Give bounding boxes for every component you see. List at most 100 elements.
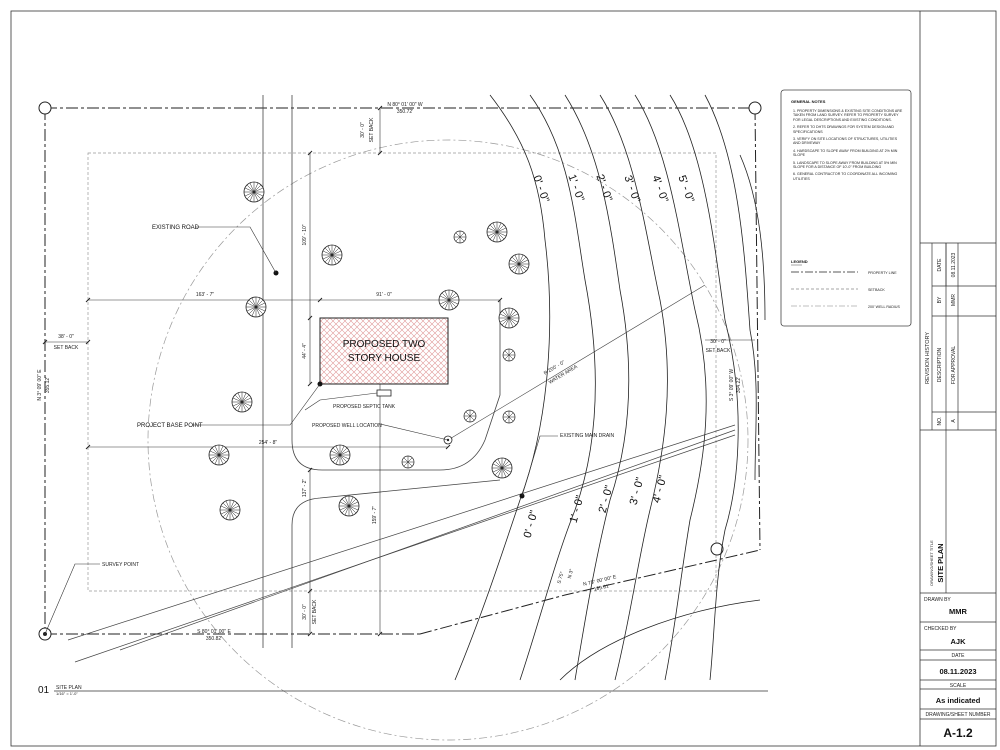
dim-159: 159' - 7" — [372, 506, 378, 525]
bearing-sm2: N 3° — [567, 568, 575, 579]
bearing-bottom: S 80° 01' 00" E — [197, 629, 231, 635]
dim-137: 137' - 2" — [302, 479, 308, 498]
sheet-number-label: DRAWING/SHEET NUMBER — [925, 712, 990, 718]
survey-corner-nw — [38, 101, 52, 115]
setback-left: SET BACK — [54, 345, 79, 351]
bearing-left-len: 355.12' — [45, 377, 51, 393]
diagonal-road — [67, 424, 736, 663]
legend-setback-label: SETBACK — [868, 288, 885, 292]
note-5: 5. LANDSCAPE TO SLOPE AWAY FROM BUILDING… — [793, 160, 897, 170]
bearing-sm1: S 75° — [557, 571, 566, 584]
survey-corner-se — [710, 542, 724, 556]
topo-contours — [454, 94, 766, 681]
property-line — [44, 107, 761, 635]
house-label-line1: PROPOSED TWO — [343, 339, 426, 350]
general-notes-title: GENERAL NOTES — [791, 99, 826, 104]
legend-title: LEGEND — [791, 259, 808, 264]
dim-109: 109' - 10" — [302, 224, 308, 245]
contour-bottom-0: 0' - 0" — [522, 509, 541, 539]
rev-col-description: DESCRIPTION — [937, 348, 943, 383]
label-existing-road: EXISTING ROAD — [152, 225, 200, 231]
contour-top-5: 5' - 0" — [675, 174, 696, 205]
contour-bottom-3: 3' - 0" — [628, 476, 647, 506]
contour-top-2: 2' - 0" — [593, 173, 614, 204]
checked-by: AJK — [950, 637, 966, 646]
dim-30-bottom: 30' - 0" — [302, 604, 308, 620]
rev-col-by: BY — [937, 296, 943, 303]
proposed-house[interactable] — [319, 317, 449, 385]
label-well-location: PROPOSED WELL LOCATION — [312, 423, 382, 429]
general-notes-box: GENERAL NOTES 1. PROPERTY DIMENSIONS & E… — [780, 89, 912, 327]
setback-line — [87, 152, 717, 592]
contour-top-1: 1' - 0" — [565, 173, 586, 204]
rev-col-date: DATE — [937, 258, 943, 272]
contour-bottom-2: 2' - 0" — [597, 484, 616, 514]
rev-by: MMR — [951, 294, 957, 306]
label-survey-point: SURVEY POINT — [102, 562, 139, 568]
drawn-by-label: DRAWN BY — [924, 597, 951, 603]
revision-history-label: REVISION HISTORY — [925, 332, 931, 384]
rev-col-no: NO. — [937, 417, 943, 426]
sheet-title-label: DRAWING/SHEET TITLE — [929, 540, 934, 586]
view-number: 01 — [38, 685, 50, 696]
setback-top: SET BACK — [369, 117, 375, 142]
bearing-left: N 3° 09' 00" E — [37, 369, 43, 401]
dim-30-top: 30' - 0" — [360, 122, 366, 138]
bearing-top: N 80° 01' 00" W — [387, 102, 423, 108]
well-radius-circle — [147, 139, 749, 741]
contour-bottom-4: 4' - 0" — [651, 474, 670, 504]
view-title: SITE PLAN — [56, 685, 82, 691]
septic-tank[interactable] — [376, 389, 392, 397]
dim-30-right: 30' - 0" — [710, 339, 726, 345]
water-area-line — [447, 284, 706, 441]
leaders — [44, 226, 558, 635]
sheet-number: A-1.2 — [943, 726, 973, 740]
contour-labels-top: 0' - 0" 1' - 0" 2' - 0" 3' - 0" 4' - 0" … — [530, 173, 696, 205]
note-2: 2. REFER TO DHTS DRAWINGS FOR SYSTEM DES… — [793, 125, 894, 134]
label-project-base-point: PROJECT BASE POINT — [137, 423, 203, 429]
contour-top-3: 3' - 0" — [621, 174, 642, 205]
dim-44: 44' - 4" — [302, 343, 308, 359]
title-block — [920, 242, 996, 720]
label-main-drain: EXISTING MAIN DRAIN — [560, 433, 615, 439]
bearing-mid-len: 189.61' — [593, 583, 610, 593]
rev-description: FOR APPROVAL — [951, 346, 957, 384]
house-label-line2: STORY HOUSE — [348, 353, 421, 364]
sheet-border — [10, 10, 997, 747]
scale-label: SCALE — [950, 683, 967, 689]
view-scale: 1/16" = 1'-0" — [56, 691, 78, 696]
label-septic-tank: PROPOSED SEPTIC TANK — [333, 404, 396, 410]
contour-labels-bottom: 0' - 0" 1' - 0" 2' - 0" 3' - 0" 4' - 0" — [522, 474, 670, 539]
note-4: 4. HARDSCAPE TO SLOPE AWAY FROM BUILDING… — [793, 148, 898, 158]
rev-no: A — [951, 419, 957, 423]
legend-well-label: 200' WELL RADIUS — [868, 305, 901, 309]
dim-163: 163' - 7" — [196, 292, 215, 298]
checked-by-label: CHECKED BY — [924, 626, 957, 632]
setback-right: SET BACK — [706, 348, 731, 354]
contour-bottom-1: 1' - 0" — [568, 494, 587, 524]
survey-corner-ne — [748, 101, 762, 115]
date: 08.11.2023 — [939, 667, 976, 676]
dim-254: 254' - 8" — [259, 440, 278, 446]
contour-top-0: 0' - 0" — [530, 174, 551, 205]
setback-bottom: SET BACK — [312, 599, 318, 624]
bearing-bottom-len: 350.82' — [206, 636, 222, 642]
note-6: 6. GENERAL CONTRACTOR TO COORDINATE ALL … — [793, 172, 898, 181]
legend-property-label: PROPERTY LINE — [868, 271, 897, 275]
scale: As indicated — [936, 696, 981, 705]
dimension-ticks — [42, 105, 503, 637]
bearing-top-len: 350.72' — [397, 109, 413, 115]
dim-91: 91' - 0" — [376, 292, 392, 298]
dim-38: 38' - 0" — [58, 334, 74, 340]
contour-top-4: 4' - 0" — [649, 174, 670, 205]
drawn-by: MMR — [949, 607, 967, 616]
date-label: DATE — [952, 653, 966, 659]
note-3: 3. VERIFY ON SITE LOCATIONS OF STRUCTURE… — [793, 137, 898, 146]
dimension-lines — [45, 108, 755, 634]
bearing-right-len: 304.22' — [736, 377, 742, 393]
bearing-right: S 3° 09' 00" W — [729, 369, 735, 402]
rev-date: 08.11.2023 — [951, 252, 957, 277]
sheet-title: SITE PLAN — [936, 543, 945, 582]
note-1: 1. PROPERTY DIMENSIONS & EXISTING SITE C… — [793, 109, 903, 122]
